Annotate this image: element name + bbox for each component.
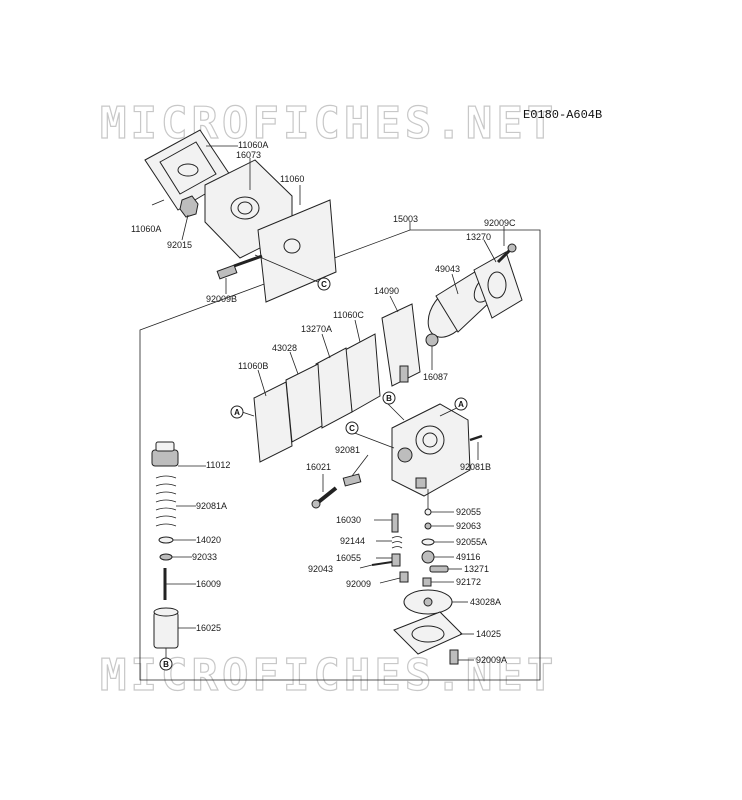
label-16009: 16009 xyxy=(196,579,221,589)
screw-92009C xyxy=(496,243,517,264)
callout-a-left: A xyxy=(230,405,244,419)
throttle-valve-16025 xyxy=(153,607,179,649)
washer-92063 xyxy=(424,522,432,530)
label-92172: 92172 xyxy=(456,577,481,587)
label-16025: 16025 xyxy=(196,623,221,633)
label-92033: 92033 xyxy=(192,552,217,562)
label-92015: 92015 xyxy=(167,240,192,250)
cap-11012 xyxy=(151,441,179,467)
label-11060: 11060 xyxy=(280,174,304,184)
label-49043: 49043 xyxy=(435,264,460,274)
label-11060A-left: 11060A xyxy=(131,224,161,234)
gasket-11060B xyxy=(253,381,293,463)
label-92055A: 92055A xyxy=(456,537,487,547)
label-43028: 43028 xyxy=(272,343,297,353)
diaphragm-43028 xyxy=(285,363,323,443)
spring-92081A xyxy=(155,475,177,527)
label-92055: 92055 xyxy=(456,507,481,517)
label-13270: 13270 xyxy=(466,232,491,242)
watermark-bottom: MICROFICHES.NET xyxy=(100,650,557,701)
screw-92081 xyxy=(342,473,362,487)
pump-body-14090 xyxy=(381,303,421,387)
needle-16030 xyxy=(391,513,399,533)
label-92144: 92144 xyxy=(340,536,365,546)
label-15003: 15003 xyxy=(393,214,418,224)
screw-16021 xyxy=(311,486,338,509)
lever-13271 xyxy=(429,565,449,573)
nut-92015 xyxy=(179,195,199,218)
watermark-top: MICROFICHES.NET xyxy=(100,98,557,149)
carburetor-assembly-outline xyxy=(139,229,541,681)
svg-text:C: C xyxy=(321,280,327,289)
label-11060A-top: 11060A xyxy=(238,140,268,150)
label-11060B: 11060B xyxy=(238,361,268,371)
label-92009: 92009 xyxy=(346,579,371,589)
label-92009A: 92009A xyxy=(476,655,507,665)
filter-49116 xyxy=(421,550,435,564)
label-92081: 92081 xyxy=(335,445,360,455)
svg-text:B: B xyxy=(163,660,169,669)
plate-11060 xyxy=(257,199,337,303)
gasket-13270 xyxy=(473,251,523,319)
label-92043: 92043 xyxy=(308,564,333,574)
carburetor-body xyxy=(391,403,471,497)
part-labels: 11060A 16073 11060 11060A 92015 92009B 1… xyxy=(131,140,516,665)
label-16073: 16073 xyxy=(236,150,261,160)
cover-14025 xyxy=(393,611,463,655)
washer-92055A xyxy=(421,538,435,546)
label-13270A: 13270A xyxy=(301,324,332,334)
label-92081A: 92081A xyxy=(196,501,227,511)
svg-text:A: A xyxy=(234,408,240,417)
label-14090: 14090 xyxy=(374,286,399,296)
washer-92055 xyxy=(424,508,432,516)
svg-text:A: A xyxy=(458,400,464,409)
label-11012: 11012 xyxy=(206,460,230,470)
screw-92009A xyxy=(449,649,459,665)
label-11060C: 11060C xyxy=(333,310,364,320)
svg-text:C: C xyxy=(349,424,355,433)
screw-92009 xyxy=(399,571,409,583)
clip-14020 xyxy=(158,536,174,544)
bolt-92009B xyxy=(216,254,263,280)
label-14025: 14025 xyxy=(476,629,501,639)
svg-text:B: B xyxy=(386,394,392,403)
callout-b-bottom: B xyxy=(159,657,173,671)
callout-c-body: C xyxy=(345,421,359,435)
callout-a-body: A xyxy=(454,397,468,411)
label-16087: 16087 xyxy=(423,372,448,382)
label-13271: 13271 xyxy=(464,564,489,574)
label-92009C: 92009C xyxy=(484,218,516,228)
callout-c-top: C xyxy=(317,277,331,291)
ring-92033 xyxy=(159,553,173,561)
label-49116: 49116 xyxy=(456,552,480,562)
screw-92172 xyxy=(422,577,432,587)
label-92063: 92063 xyxy=(456,521,481,531)
pin-92043 xyxy=(371,561,393,566)
label-43028A: 43028A xyxy=(470,597,501,607)
label-16055: 16055 xyxy=(336,553,361,563)
diaphragm-43028A xyxy=(403,589,453,615)
screw-92081B xyxy=(469,434,483,442)
fitting-16087 xyxy=(425,333,439,347)
label-16021: 16021 xyxy=(306,462,331,472)
diagram-code: E0180-A604B xyxy=(523,108,602,122)
lever-16055 xyxy=(391,553,401,567)
spring-92144 xyxy=(391,536,403,549)
callout-b-body: B xyxy=(382,391,396,405)
label-14020: 14020 xyxy=(196,535,221,545)
label-92009B: 92009B xyxy=(206,294,237,304)
label-92081B: 92081B xyxy=(460,462,491,472)
label-16030: 16030 xyxy=(336,515,361,525)
